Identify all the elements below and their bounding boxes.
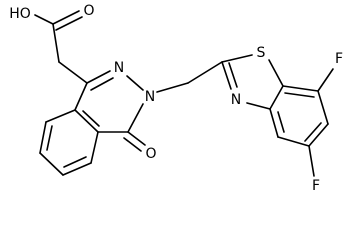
bond-c8a-c4a-b xyxy=(82,110,100,127)
bond-c6-c7 xyxy=(39,152,64,176)
bond-c5-c6-b xyxy=(63,156,87,168)
bond-c8a-c1 xyxy=(74,82,88,111)
atom-label-nitrogen-ring-1: N xyxy=(114,60,124,76)
bond-c4a-c5 xyxy=(90,131,99,164)
bond-c6-c5-a xyxy=(308,123,329,147)
bond-c5-c4 xyxy=(277,136,310,147)
bond-c4-c3a-b xyxy=(277,111,285,133)
bond-c4-c3a-a xyxy=(269,108,279,138)
bond-c4-o-a xyxy=(127,131,146,146)
bond-c7a-c7-a xyxy=(282,85,319,92)
bond-c7-c8-a xyxy=(39,121,47,154)
bond-acid-oh xyxy=(34,14,54,25)
bond-c5-c6-a xyxy=(62,162,92,176)
bond-acid-ch2 xyxy=(52,23,60,63)
bond-c1-n2-a xyxy=(86,70,111,84)
bond-c7-c8-b xyxy=(46,125,53,151)
atom-label-ketone-oxygen: O xyxy=(145,146,156,162)
bond-c3a-c7a xyxy=(269,85,284,110)
bond-c2-n-a xyxy=(221,61,232,90)
bond-n3-c4 xyxy=(127,103,144,133)
bond-ch2-c2 xyxy=(187,61,223,84)
atom-label-thiazole-sulfur: S xyxy=(257,45,266,61)
bond-c8-c8a xyxy=(45,109,76,123)
atom-label-fluorine-top: F xyxy=(335,51,343,67)
bond-ch2-ring xyxy=(58,61,88,84)
bond-c7a-c7-b xyxy=(284,92,315,98)
bond-c7-f xyxy=(317,68,334,92)
bond-c1-n2-b xyxy=(90,77,114,91)
bond-c2-s xyxy=(221,54,253,63)
bond-c6-c5-b xyxy=(304,122,322,142)
bond-c2-n-b xyxy=(228,62,238,88)
atom-label-fluorine-bottom: F xyxy=(312,178,320,194)
bond-acid-co-double-b xyxy=(55,16,83,31)
bond-c4-o-b xyxy=(123,137,142,152)
bond-c8a-c4a-a xyxy=(74,109,99,133)
atom-label-carboxyl-oxygen: O xyxy=(83,3,94,19)
atom-labels: HO O N N O S N F F xyxy=(9,3,343,194)
bond-n2-n3 xyxy=(126,75,144,91)
atom-label-nitrogen-ring-2: N xyxy=(145,89,155,105)
molecular-structure-diagram: HO O N N O S N F F xyxy=(9,3,343,194)
bond-c7-c6 xyxy=(317,90,329,125)
bond-n3-ch2 xyxy=(156,82,189,93)
bonds xyxy=(34,10,334,177)
atom-label-thiazole-nitrogen: N xyxy=(231,92,241,108)
bond-c5-f xyxy=(308,145,315,177)
bond-s-c7a xyxy=(268,59,284,87)
atom-label-hydroxyl: HO xyxy=(9,6,31,22)
bond-acid-co-double-a xyxy=(52,10,80,25)
bond-n-c3a xyxy=(246,102,271,110)
